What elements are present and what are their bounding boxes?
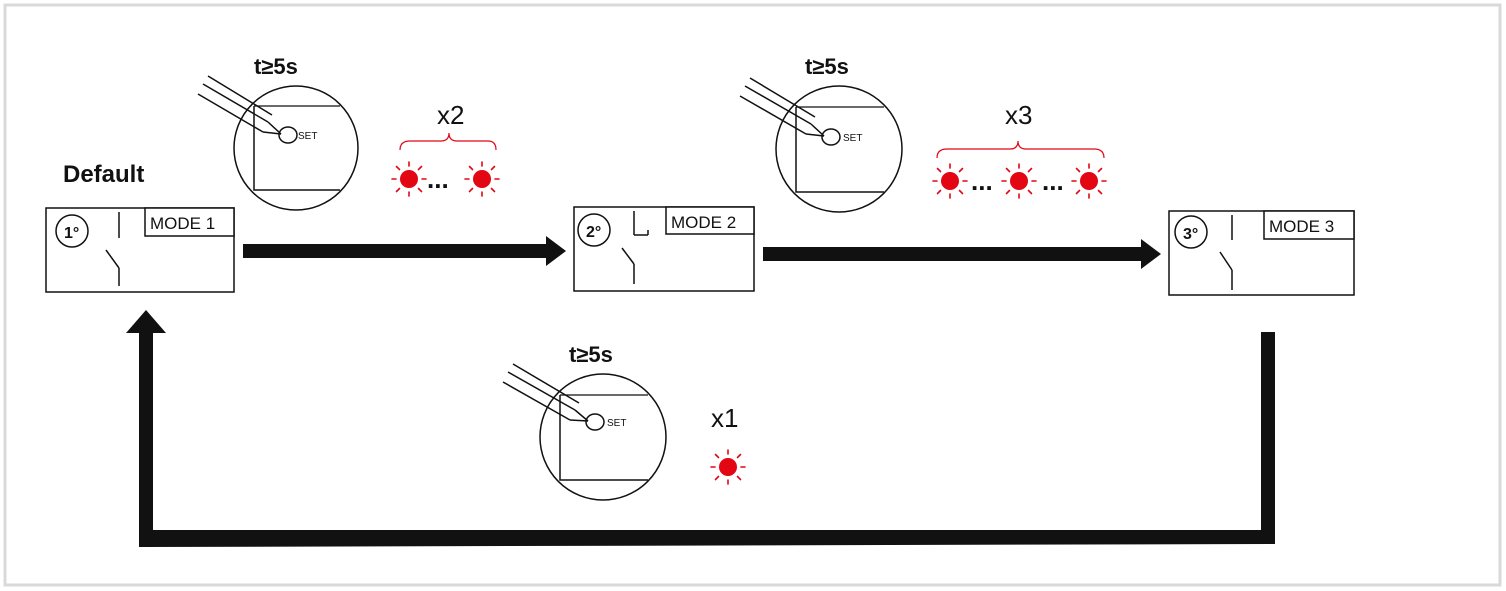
switch-contact-icon (1219, 215, 1233, 290)
press-time-label-1: t≥5s (254, 54, 298, 79)
mode-box-1: MODE 1 1° (45, 207, 235, 293)
switch-contact-icon (621, 211, 649, 284)
mode-badge-circle-2 (577, 213, 611, 247)
mode-label-1: MODE 1 (150, 214, 215, 233)
set-button-icon (585, 413, 605, 431)
set-label-2: SET (843, 133, 862, 144)
mode-badge-circle-3 (1174, 215, 1208, 249)
ellipsis-2a: ... (971, 166, 993, 196)
arrow-mode3-return-to-mode1 (126, 310, 1275, 547)
led-blink-icon (391, 161, 427, 197)
arrow-mode2-to-mode3 (763, 239, 1161, 269)
set-label-3: SET (607, 418, 626, 429)
press-time-label-2: t≥5s (805, 54, 849, 79)
mode-box-2: MODE 2 2° (573, 206, 755, 292)
set-button-icon (278, 126, 298, 144)
led-blink-icon (1001, 163, 1037, 199)
screwdriver-icon (502, 363, 589, 422)
arrow-mode1-to-mode2 (243, 236, 566, 266)
blink-count-3: x1 (711, 403, 738, 433)
screwdriver-icon (739, 77, 825, 137)
set-button-icon (821, 128, 841, 146)
ellipsis-2b: ... (1042, 166, 1064, 196)
led-blink-icon (710, 449, 746, 485)
blink-brace-1 (399, 132, 497, 151)
default-label: Default (63, 161, 144, 188)
led-blink-icon (932, 163, 968, 199)
mode-box-3: MODE 3 3° (1168, 210, 1355, 296)
blink-count-2: x3 (1005, 100, 1032, 130)
press-time-label-3: t≥5s (569, 342, 613, 367)
mode-label-2: MODE 2 (671, 213, 736, 232)
led-blink-icon (464, 161, 500, 197)
mode-label-3: MODE 3 (1269, 217, 1334, 236)
screwdriver-icon (197, 75, 282, 135)
set-button-press-2: SET (739, 77, 903, 213)
mode-badge-circle-1 (55, 214, 89, 248)
mode-badge-1: 1° (64, 225, 79, 242)
diagram-frame (3, 3, 1502, 587)
set-button-press-1: SET (197, 75, 359, 211)
ellipsis-1: ... (427, 164, 449, 194)
blink-count-1: x2 (437, 100, 464, 130)
mode-badge-2: 2° (586, 224, 601, 241)
set-label-1: SET (298, 131, 317, 142)
led-blink-icon (1071, 163, 1107, 199)
switch-contact-icon (105, 212, 120, 286)
blink-brace-2 (936, 140, 1105, 159)
set-button-press-3: SET (502, 363, 667, 501)
mode-badge-3: 3° (1183, 226, 1198, 243)
